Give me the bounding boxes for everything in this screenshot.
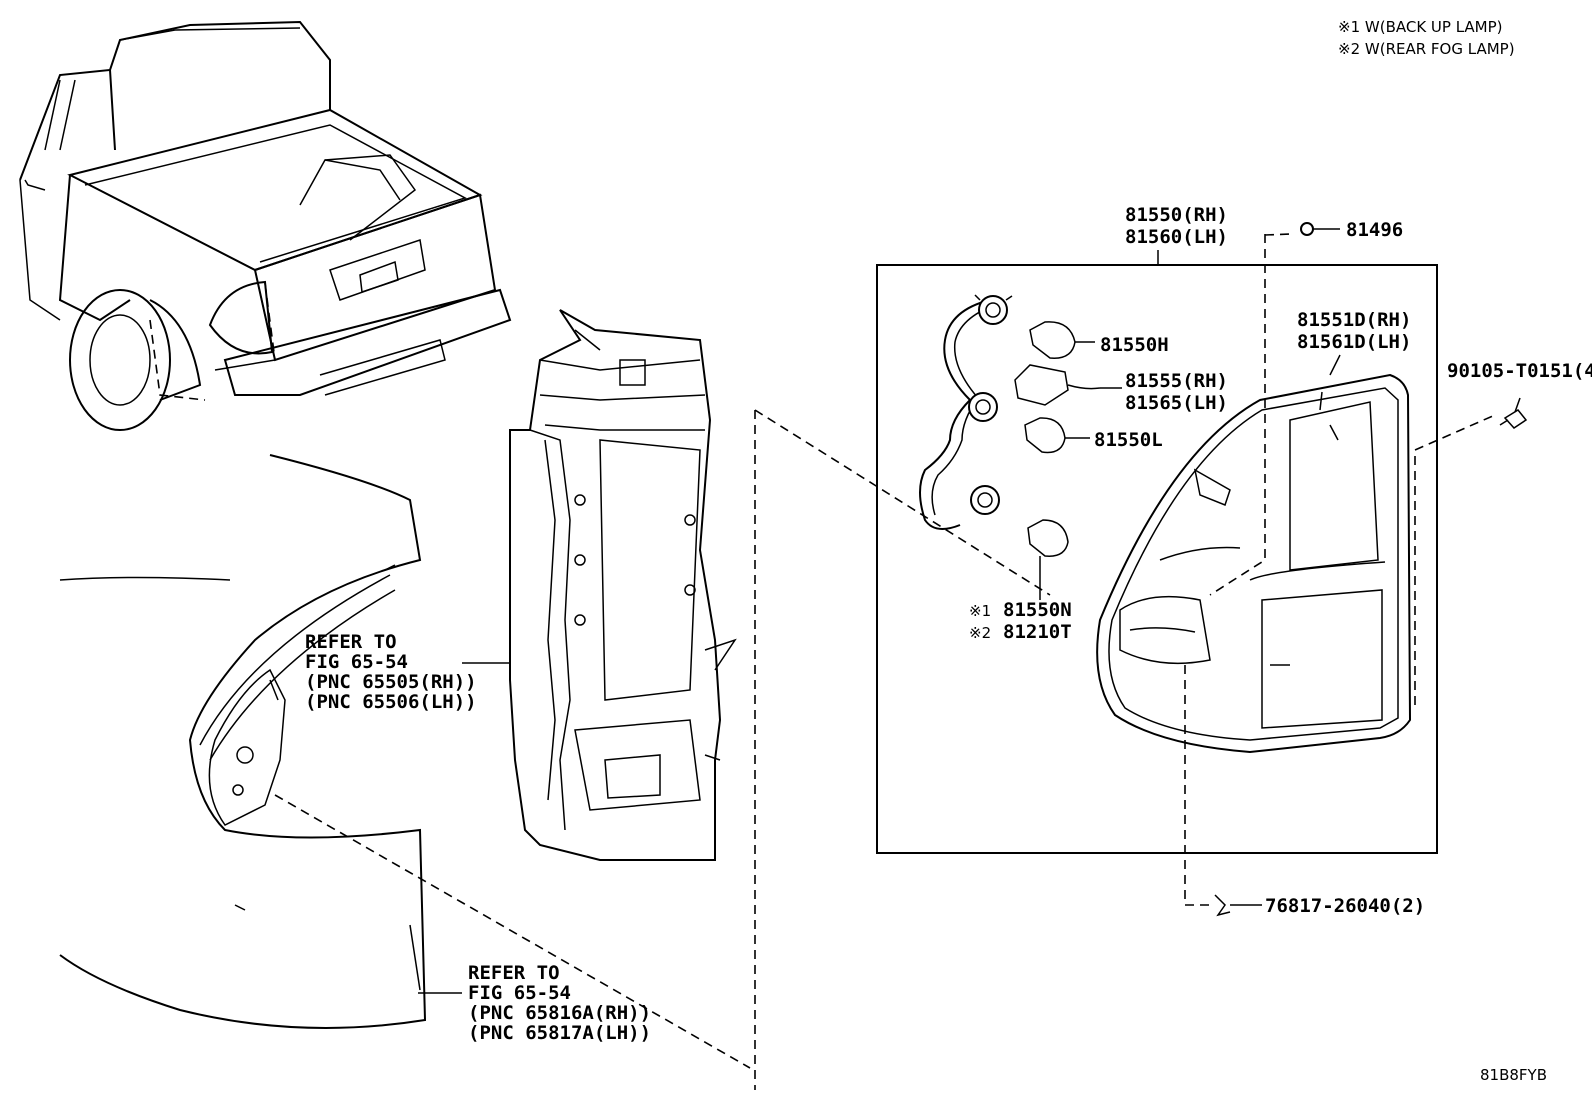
- ref2-line1: REFER TO: [468, 962, 560, 984]
- label-screw-90105: 90105-T0151(4): [1447, 360, 1592, 382]
- ref1-line3: (PNC 65505(RH)): [305, 671, 477, 693]
- socket-and-wire-illustration: [919, 294, 1101, 600]
- ref1-line4: (PNC 65506(LH)): [305, 691, 477, 713]
- clip-76817-icon: [1214, 894, 1262, 917]
- label-81496: 81496: [1346, 219, 1403, 241]
- ref2-line3: (PNC 65816A(RH)): [468, 1002, 651, 1024]
- ref2-line2: FIG 65-54: [468, 982, 571, 1004]
- label-81210t: 81210T: [1003, 621, 1072, 643]
- reference-note-fig-65-54-lower: REFER TO FIG 65-54 (PNC 65816A(RH)) (PNC…: [468, 962, 651, 1044]
- screw-90105-icon: [1499, 397, 1528, 429]
- tail-lamp-lens-illustration: [1096, 373, 1412, 754]
- grommet-81496-icon: [1300, 222, 1340, 236]
- label-81555-rh: 81555(RH): [1125, 370, 1228, 392]
- ref2-line4: (PNC 65817A(LH)): [468, 1022, 651, 1044]
- pickup-truck-illustration: [19, 20, 512, 431]
- label-81565-lh: 81565(LH): [1125, 392, 1228, 414]
- figure-code: 81B8FYB: [1480, 1066, 1547, 1084]
- assembly-group-box: [876, 264, 1438, 854]
- label-81550h: 81550H: [1100, 334, 1169, 356]
- rear-fender-illustration: [59, 454, 751, 1069]
- assembly-label-rh: 81550(RH): [1125, 204, 1228, 226]
- reference-note-fig-65-54-upper: REFER TO FIG 65-54 (PNC 65505(RH)) (PNC …: [305, 631, 477, 713]
- marker-note-2: ※2: [969, 624, 991, 642]
- label-clip-76817: 76817-26040(2): [1265, 895, 1425, 917]
- quarter-inner-panel-illustration: [509, 309, 737, 861]
- label-81550l: 81550L: [1094, 429, 1163, 451]
- label-lens-rh: 81551D(RH): [1297, 309, 1411, 331]
- ref1-line1: REFER TO: [305, 631, 397, 653]
- marker-note-1: ※1: [969, 602, 991, 620]
- label-81550n: 81550N: [1003, 599, 1072, 621]
- assembly-label-lh: 81560(LH): [1125, 226, 1228, 248]
- ref1-line2: FIG 65-54: [305, 651, 408, 673]
- label-lens-lh: 81561D(LH): [1297, 331, 1411, 353]
- note-back-up-lamp: ※1 W(BACK UP LAMP): [1338, 18, 1503, 36]
- note-rear-fog-lamp: ※2 W(REAR FOG LAMP): [1338, 40, 1515, 58]
